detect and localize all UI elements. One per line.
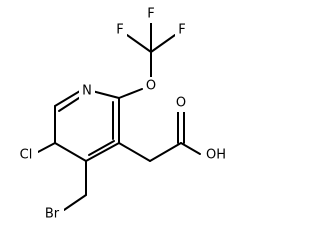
atom-label-o-carbonyl: O [176, 96, 186, 111]
atom-label-cl: Cl [20, 148, 33, 163]
bond-ch2-br [63, 194, 87, 211]
bond-c-oh [180, 142, 201, 155]
atom-label-f-right: F [178, 23, 185, 38]
bond-ch2-cooh [149, 142, 182, 162]
bond-ring-n-c2 [91, 90, 120, 99]
atom-label-n-ring: N [82, 84, 92, 99]
bond-c-f-right [150, 34, 176, 53]
bond-c5-cl [37, 142, 56, 153]
atom-label-f-left: F [116, 23, 123, 38]
bond-ring-c5-c4 [54, 142, 87, 162]
bond-c-f-left [126, 34, 152, 53]
atom-label-br: Br [45, 207, 60, 222]
atom-label-o-ether: O [146, 79, 156, 94]
structure-diagram: F F F O N Cl Br O OH [19, 6, 227, 222]
bond-ring-n-c6 [54, 90, 81, 107]
bond-ring-n-c6-inner [58, 95, 83, 112]
atom-label-oh: OH [206, 148, 226, 163]
bond-c3-ch2 [118, 142, 151, 162]
bond-o-ring [118, 88, 143, 99]
bond-ring-c4-c3-inner [88, 140, 115, 156]
bond-ring-c4-c3 [85, 142, 120, 162]
atom-label-f-top: F [147, 7, 154, 22]
